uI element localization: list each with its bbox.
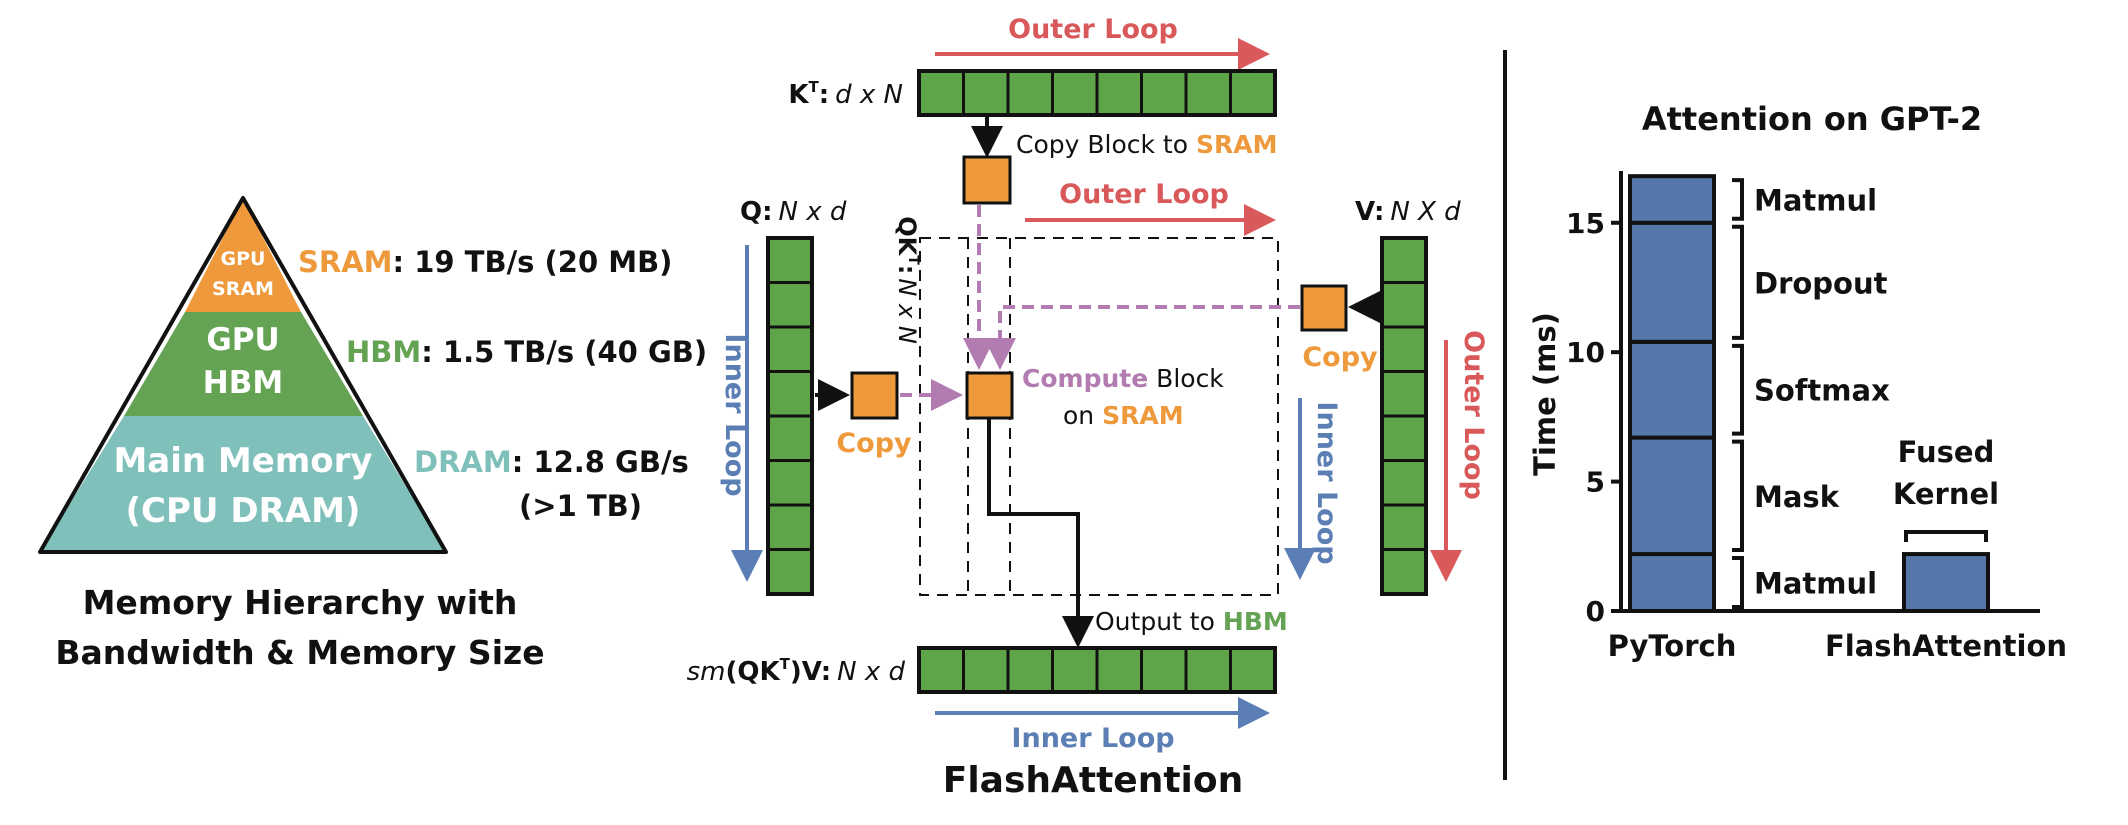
hbm-name: HBM (346, 335, 421, 369)
outer-loop-right-label: Outer Loop (1458, 330, 1489, 500)
chart-segment-label: Mask (1754, 480, 1840, 514)
v-sram-block (1300, 284, 1348, 332)
outer-loop-top-label: Outer Loop (1008, 14, 1178, 45)
output-arrow (987, 418, 1094, 648)
chart-y-tick-label: 15 (1566, 207, 1605, 240)
chart-bars: PyTorch FlashAttention (1608, 174, 2067, 663)
dram-spec-size: (>1 TB) (519, 489, 642, 523)
chart-title: Attention on GPT-2 (1642, 100, 1982, 138)
compute-sram-block (965, 371, 1014, 420)
kt-sram-block (962, 155, 1012, 205)
sm-output-label: sm(QKT)V:N x d (687, 655, 906, 687)
chart-ylabel: Time (ms) (1528, 312, 1562, 476)
chart-segment-brace (1732, 178, 1744, 221)
copy-right-label: Copy (1302, 342, 1378, 373)
chart-y-tick-label: 0 (1586, 595, 1605, 628)
pyramid-dram-text-2: (CPU DRAM) (126, 491, 361, 531)
chart-segment-label: Matmul (1754, 567, 1877, 601)
qkt-matrix-outline (919, 237, 1279, 596)
fused-kernel-bracket (1904, 530, 1988, 543)
hierarchy-caption-line2: Bandwidth & Memory Size (55, 633, 544, 672)
chart-y-tick-label: 10 (1566, 336, 1605, 369)
kt-block-row (917, 69, 1277, 117)
pyramid-outline (38, 196, 448, 554)
gpt2-chart: Attention on GPT-2 Time (ms) 0 5 10 15 PyTo… (1528, 100, 2067, 663)
chart-segment-label: Dropout (1754, 266, 1888, 300)
hierarchy-caption-line1: Memory Hierarchy with (83, 583, 518, 622)
dram-spec: DRAM: 12.8 GB/s (414, 445, 689, 479)
chart-x-tick-label: PyTorch (1608, 629, 1737, 663)
chart-bar-segment (1628, 435, 1716, 557)
chart-axes: 0 5 10 15 (1566, 171, 2040, 628)
hbm-spec-value: : 1.5 TB/s (40 GB) (421, 335, 707, 369)
pyramid-hbm-text-2: HBM (203, 365, 283, 401)
v-label: V:N X d (1355, 197, 1461, 227)
pyramid-dram-layer (40, 416, 446, 552)
pyramid-dram-text-1: Main Memory (113, 441, 372, 481)
inner-loop-right-label: Inner Loop (1311, 401, 1342, 564)
pyramid-hbm-layer (124, 312, 363, 416)
chart-y-tick-label: 5 (1586, 466, 1605, 499)
chart-x-tick-label: FlashAttention (1825, 629, 2067, 663)
output-block-row (917, 646, 1277, 694)
dram-name: DRAM (414, 445, 512, 479)
chart-bar-segment (1628, 339, 1716, 440)
chart-bar-segment (1628, 174, 1716, 225)
kt-label: KT:d x N (788, 78, 903, 110)
chart-bar-segment (1628, 552, 1716, 614)
chart-segment-brace (1732, 556, 1744, 609)
v-to-compute-arrow (984, 305, 1300, 370)
hbm-spec: HBM: 1.5 TB/s (40 GB) (346, 335, 707, 369)
chart-bar-segment (1628, 220, 1716, 344)
chart-segment-label: Softmax (1754, 374, 1890, 408)
copy-left-label: Copy (836, 428, 912, 459)
chart-segment-brace (1732, 343, 1744, 436)
fused-kernel-label-line2: Kernel (1893, 477, 1999, 511)
q-block-column (766, 236, 814, 596)
pyramid-sram-text-2: SRAM (212, 278, 274, 300)
outer-loop-mid-label: Outer Loop (1059, 179, 1229, 210)
chart-segment-brace (1732, 224, 1744, 340)
chart-braces: MatmulDropoutSoftmaxMaskMatmulFusedKerne… (1732, 178, 1999, 609)
q-label: Q:N x d (740, 197, 847, 227)
memory-hierarchy: GPU SRAM GPU HBM Main Memory (CPU DRAM) … (38, 196, 707, 672)
flashattention-title: FlashAttention (943, 760, 1244, 801)
pyramid-sram-text-1: GPU (221, 248, 266, 270)
inner-loop-bottom-label: Inner Loop (1011, 723, 1174, 754)
chart-segment-brace (1732, 439, 1744, 553)
chart-segment-label: Matmul (1754, 183, 1877, 217)
sram-name: SRAM (298, 245, 393, 279)
sram-spec-value: : 19 TB/s (20 MB) (393, 245, 673, 279)
inner-loop-left-label: Inner Loop (719, 333, 750, 496)
fused-kernel-label-line1: Fused (1898, 435, 1995, 469)
v-block-column (1380, 236, 1428, 596)
chart-bar-segment (1902, 552, 1990, 614)
q-sram-block (850, 371, 899, 420)
pyramid-hbm-text-1: GPU (206, 322, 279, 358)
dram-spec-value: : 12.8 GB/s (512, 445, 689, 479)
pyramid-sram-layer (185, 198, 301, 312)
sram-spec: SRAM: 19 TB/s (20 MB) (298, 245, 672, 279)
qkt-label: QKT:N x N (893, 216, 921, 344)
